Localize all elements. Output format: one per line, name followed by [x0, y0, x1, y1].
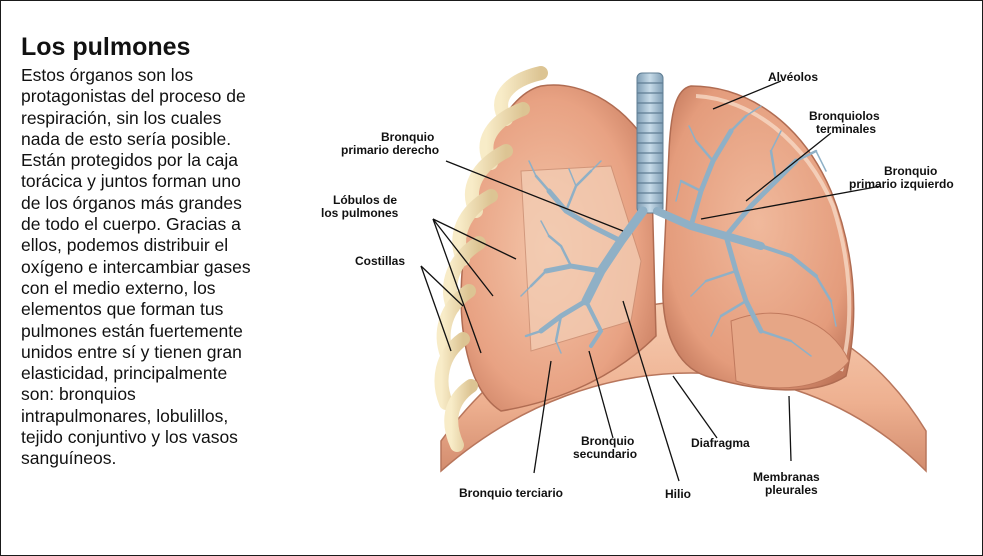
- label-bronquiolos-terminales: Bronquiolos: [809, 109, 880, 123]
- trachea: [637, 73, 663, 213]
- label-bronquio-terciario: Bronquio terciario: [459, 486, 563, 500]
- label-membranas-pleurales-line2: pleurales: [765, 483, 818, 497]
- label-costillas: Costillas: [355, 254, 405, 268]
- label-bronquio-primario-derecho: Bronquio: [381, 130, 434, 144]
- label-bronquio-primario-izquierdo: Bronquio: [884, 164, 937, 178]
- label-lobulos-line2: los pulmones: [321, 206, 399, 220]
- label-bronquio-secundario: Bronquio: [581, 434, 634, 448]
- label-bronquio-primario-izquierdo-line2: primario izquierdo: [849, 177, 954, 191]
- label-bronquio-secundario-line2: secundario: [573, 447, 637, 461]
- label-membranas-pleurales: Membranas: [753, 470, 820, 484]
- label-bronquiolos-terminales-line2: terminales: [816, 122, 876, 136]
- label-diafragma: Diafragma: [691, 436, 750, 450]
- label-bronquio-primario-derecho-line2: primario derecho: [341, 143, 439, 157]
- label-alveolos: Alvéolos: [768, 70, 818, 84]
- label-hilio: Hilio: [665, 487, 691, 501]
- label-lobulos: Lóbulos de: [333, 193, 397, 207]
